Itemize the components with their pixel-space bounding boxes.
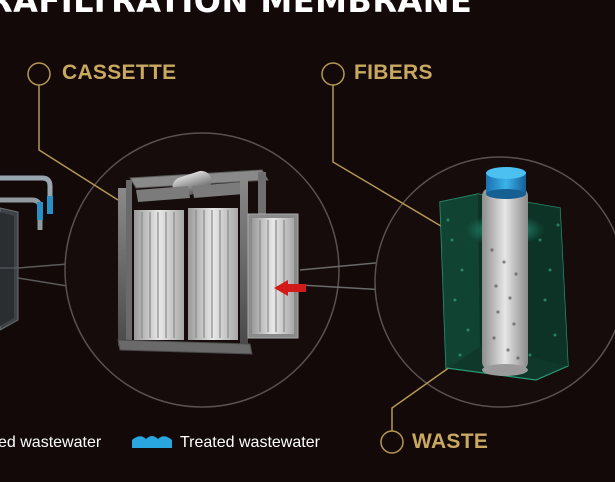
tank-illustration: [0, 175, 53, 331]
cassette-illustration: [117, 169, 299, 355]
callout-waste: WASTE: [412, 430, 489, 453]
connector-line: [299, 261, 387, 271]
legend-untreated-label: ed wastewater: [0, 434, 102, 451]
diagram-title: RAFILTRATION MEMBRANE: [0, 0, 473, 20]
callout-fibers: FIBERS: [354, 61, 433, 84]
callout-cassette: CASSETTE: [62, 61, 177, 84]
flow-arrow-icon: [274, 280, 306, 296]
fiber-tank-illustration: [439, 167, 569, 381]
legend-treated-label: Treated wastewater: [180, 434, 320, 451]
treated-water-icon: [132, 436, 172, 448]
connector-line: [299, 284, 387, 291]
